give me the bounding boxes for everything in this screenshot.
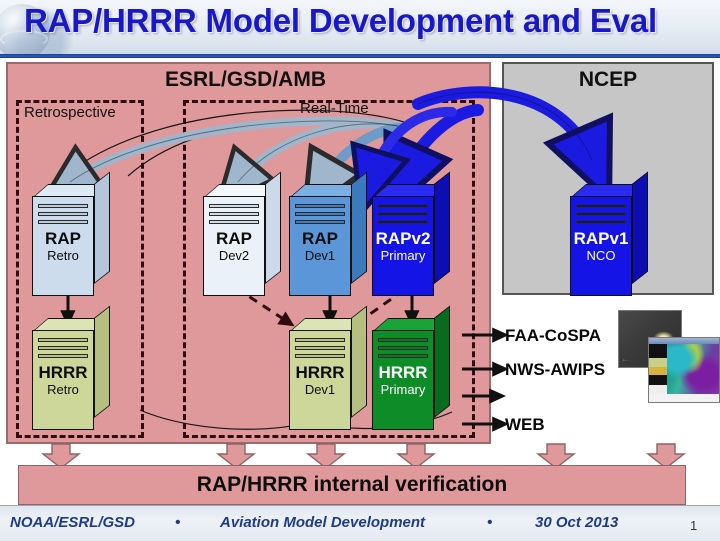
server-slots — [38, 204, 88, 228]
server-name: HRRR — [38, 363, 88, 382]
server-sub: Dev1 — [304, 381, 336, 397]
slide-page-number: 1 — [690, 518, 698, 533]
server-slots — [295, 338, 345, 362]
server-label: RAPv1 NCO — [570, 230, 632, 262]
slide-title-bar: RAP/HRRR Model Development and Eval — [0, 0, 720, 57]
verification-bar: RAP/HRRR internal verification — [18, 465, 686, 505]
server-name: RAP — [45, 229, 81, 248]
server-label: RAP Dev1 — [289, 230, 351, 262]
server-side-face — [94, 305, 110, 418]
server-slots — [378, 338, 428, 362]
footer-subject: Aviation Model Development — [220, 514, 426, 531]
output-label-faa-cospa: FAA-CoSPA — [505, 326, 602, 345]
retrospective-group-box — [16, 100, 144, 438]
server-label: HRRR Retro — [32, 364, 94, 396]
page-title: RAP/HRRR Model Development and Eval — [24, 2, 657, 39]
server-label: HRRR Primary — [372, 364, 434, 396]
server-side-face — [434, 171, 450, 284]
server-sub: Retro — [47, 381, 79, 397]
server-label: RAP Dev2 — [203, 230, 265, 262]
server-side-face — [351, 305, 367, 418]
weather-display-thumbnail — [648, 337, 720, 403]
server-slots — [378, 204, 428, 228]
footer-date: 30 Oct 2013 — [535, 514, 619, 531]
server-label: RAPv2 Primary — [372, 230, 434, 262]
server-label: HRRR Dev1 — [289, 364, 351, 396]
thumbnail-status-bar — [649, 394, 719, 402]
esrl-panel-title: ESRL/GSD/AMB — [164, 68, 326, 91]
server-sub: Primary — [380, 381, 426, 397]
server-name: HRRR — [295, 363, 345, 382]
footer-organization: NOAA/ESRL/GSD — [10, 514, 136, 531]
server-slots — [295, 204, 345, 228]
server-sub: Primary — [380, 247, 426, 263]
server-side-face — [351, 171, 367, 284]
output-label-nws-awips: NWS-AWIPS — [505, 360, 606, 379]
server-slots — [209, 204, 259, 228]
server-sub: Dev2 — [218, 247, 250, 263]
server-side-face — [265, 171, 281, 284]
thumbnail-title-bar — [649, 338, 719, 344]
verification-label: RAP/HRRR internal verification — [196, 473, 508, 496]
ncep-panel-title: NCEP — [578, 68, 638, 91]
server-label: RAP Retro — [32, 230, 94, 262]
server-sub: Dev1 — [304, 247, 336, 263]
thumbnail-map-area — [667, 344, 719, 394]
footer-bullet-2: • — [487, 514, 493, 531]
server-slots — [576, 204, 626, 228]
server-name: RAPv2 — [375, 229, 431, 248]
globe-icon — [0, 4, 50, 57]
slide-footer: NOAA/ESRL/GSD • Aviation Model Developme… — [0, 505, 720, 541]
server-side-face — [434, 305, 450, 418]
server-sub: Retro — [47, 247, 79, 263]
server-name: RAP — [216, 229, 252, 248]
server-name: RAP — [302, 229, 338, 248]
server-side-face — [632, 171, 648, 284]
realtime-label: Real-Time — [300, 100, 369, 117]
thumbnail-side-panel — [649, 344, 667, 394]
footer-bullet-1: • — [175, 514, 181, 531]
realtime-group-box — [183, 100, 475, 438]
server-slots — [38, 338, 88, 362]
title-divider — [0, 54, 720, 58]
server-side-face — [94, 171, 110, 284]
retrospective-label: Retrospective — [24, 104, 116, 121]
server-name: RAPv1 — [573, 229, 629, 248]
server-name: HRRR — [378, 363, 428, 382]
output-label-web: WEB — [505, 415, 545, 434]
server-sub: NCO — [586, 247, 616, 263]
